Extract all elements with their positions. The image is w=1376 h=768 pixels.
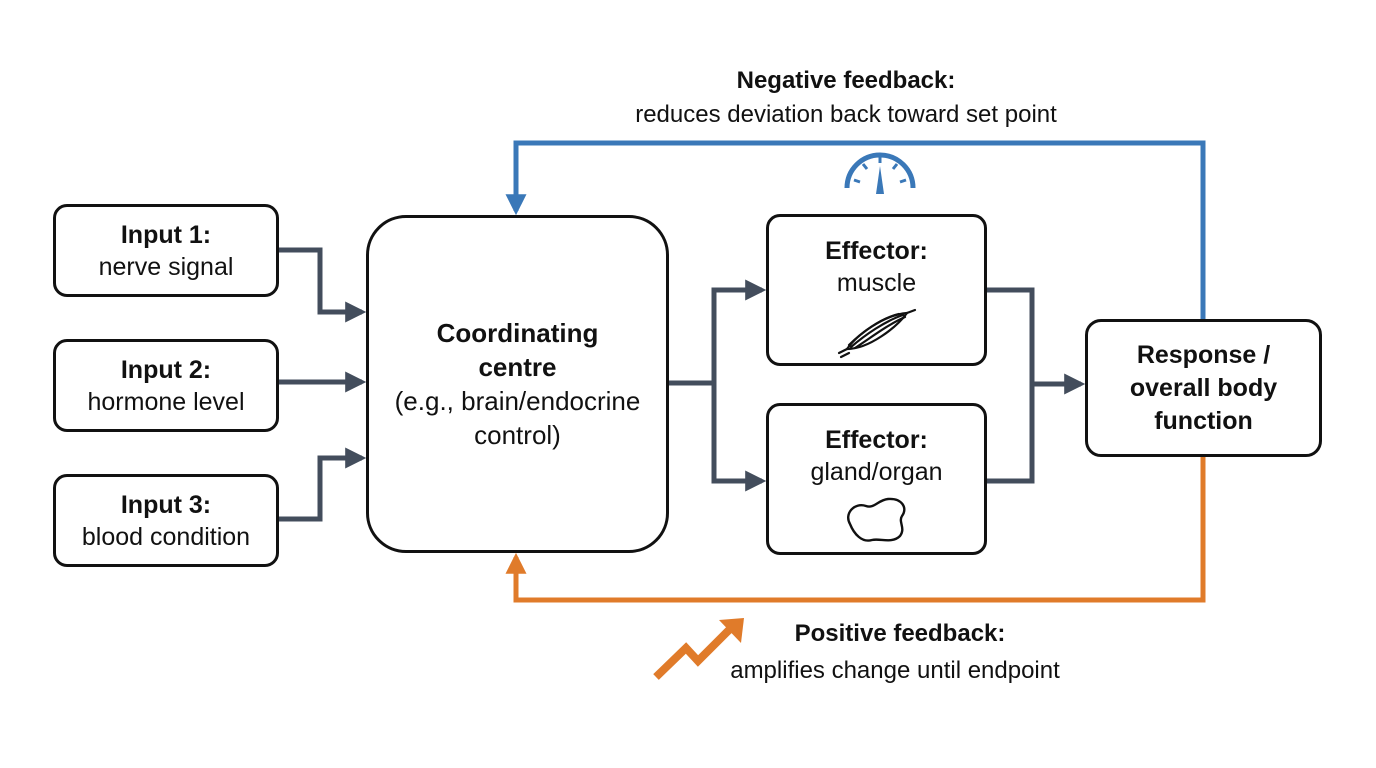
effector-gland-box: Effector: gland/organ bbox=[766, 403, 987, 555]
coordinating-centre-box: Coordinating centre (e.g., brain/endocri… bbox=[366, 215, 669, 553]
arrow-input1-to-centre bbox=[279, 247, 367, 323]
input-2-title: Input 2: bbox=[120, 355, 212, 384]
input-2-box: Input 2: hormone level bbox=[53, 339, 279, 432]
centre-title-line1: Coordinating bbox=[436, 318, 599, 348]
arrow-input3-to-centre bbox=[279, 447, 367, 522]
response-box: Response / overall body function bbox=[1085, 319, 1322, 457]
effector-gland-title: Effector: bbox=[825, 426, 928, 454]
positive-feedback-description: amplifies change until endpoint bbox=[730, 657, 1060, 684]
effector-gland-label: gland/organ bbox=[810, 458, 943, 486]
positive-feedback-title: Positive feedback: bbox=[794, 620, 1006, 647]
input-3-title: Input 3: bbox=[120, 490, 212, 519]
negative-feedback-description: reduces deviation back toward set point bbox=[635, 101, 1057, 128]
response-line1: Response / bbox=[1136, 340, 1271, 369]
effector-muscle-label: muscle bbox=[836, 269, 917, 297]
input-3-box: Input 3: blood condition bbox=[53, 474, 279, 567]
input-1-box: Input 1: nerve signal bbox=[53, 204, 279, 297]
centre-sub-line1: (e.g., brain/endocrine bbox=[394, 386, 641, 416]
response-line3: function bbox=[1154, 406, 1253, 435]
input-1-label: nerve signal bbox=[98, 252, 234, 281]
centre-title-line2: centre bbox=[478, 352, 557, 382]
input-2-label: hormone level bbox=[87, 387, 245, 416]
arrow-centre-to-effector-gland bbox=[711, 383, 767, 492]
gauge-icon bbox=[844, 152, 916, 194]
input-1-title: Input 1: bbox=[120, 220, 212, 249]
positive-feedback-loop bbox=[505, 457, 1206, 603]
connector-muscle-to-merge bbox=[987, 287, 1035, 484]
muscle-icon bbox=[837, 308, 916, 359]
gland-organ-icon bbox=[846, 497, 906, 542]
centre-sub-line2: control) bbox=[474, 420, 561, 450]
effector-muscle-box: Effector: muscle bbox=[766, 214, 987, 366]
arrow-centre-to-effector-muscle bbox=[711, 279, 767, 383]
negative-feedback-label: Negative feedback: reduces deviation bac… bbox=[586, 64, 1106, 132]
negative-feedback-title: Negative feedback: bbox=[736, 67, 956, 94]
effector-muscle-title: Effector: bbox=[825, 237, 928, 265]
negative-feedback-loop bbox=[505, 140, 1206, 319]
response-line2: overall body bbox=[1129, 373, 1278, 402]
input-3-label: blood condition bbox=[81, 522, 251, 551]
zigzag-up-arrow-icon bbox=[653, 618, 744, 680]
